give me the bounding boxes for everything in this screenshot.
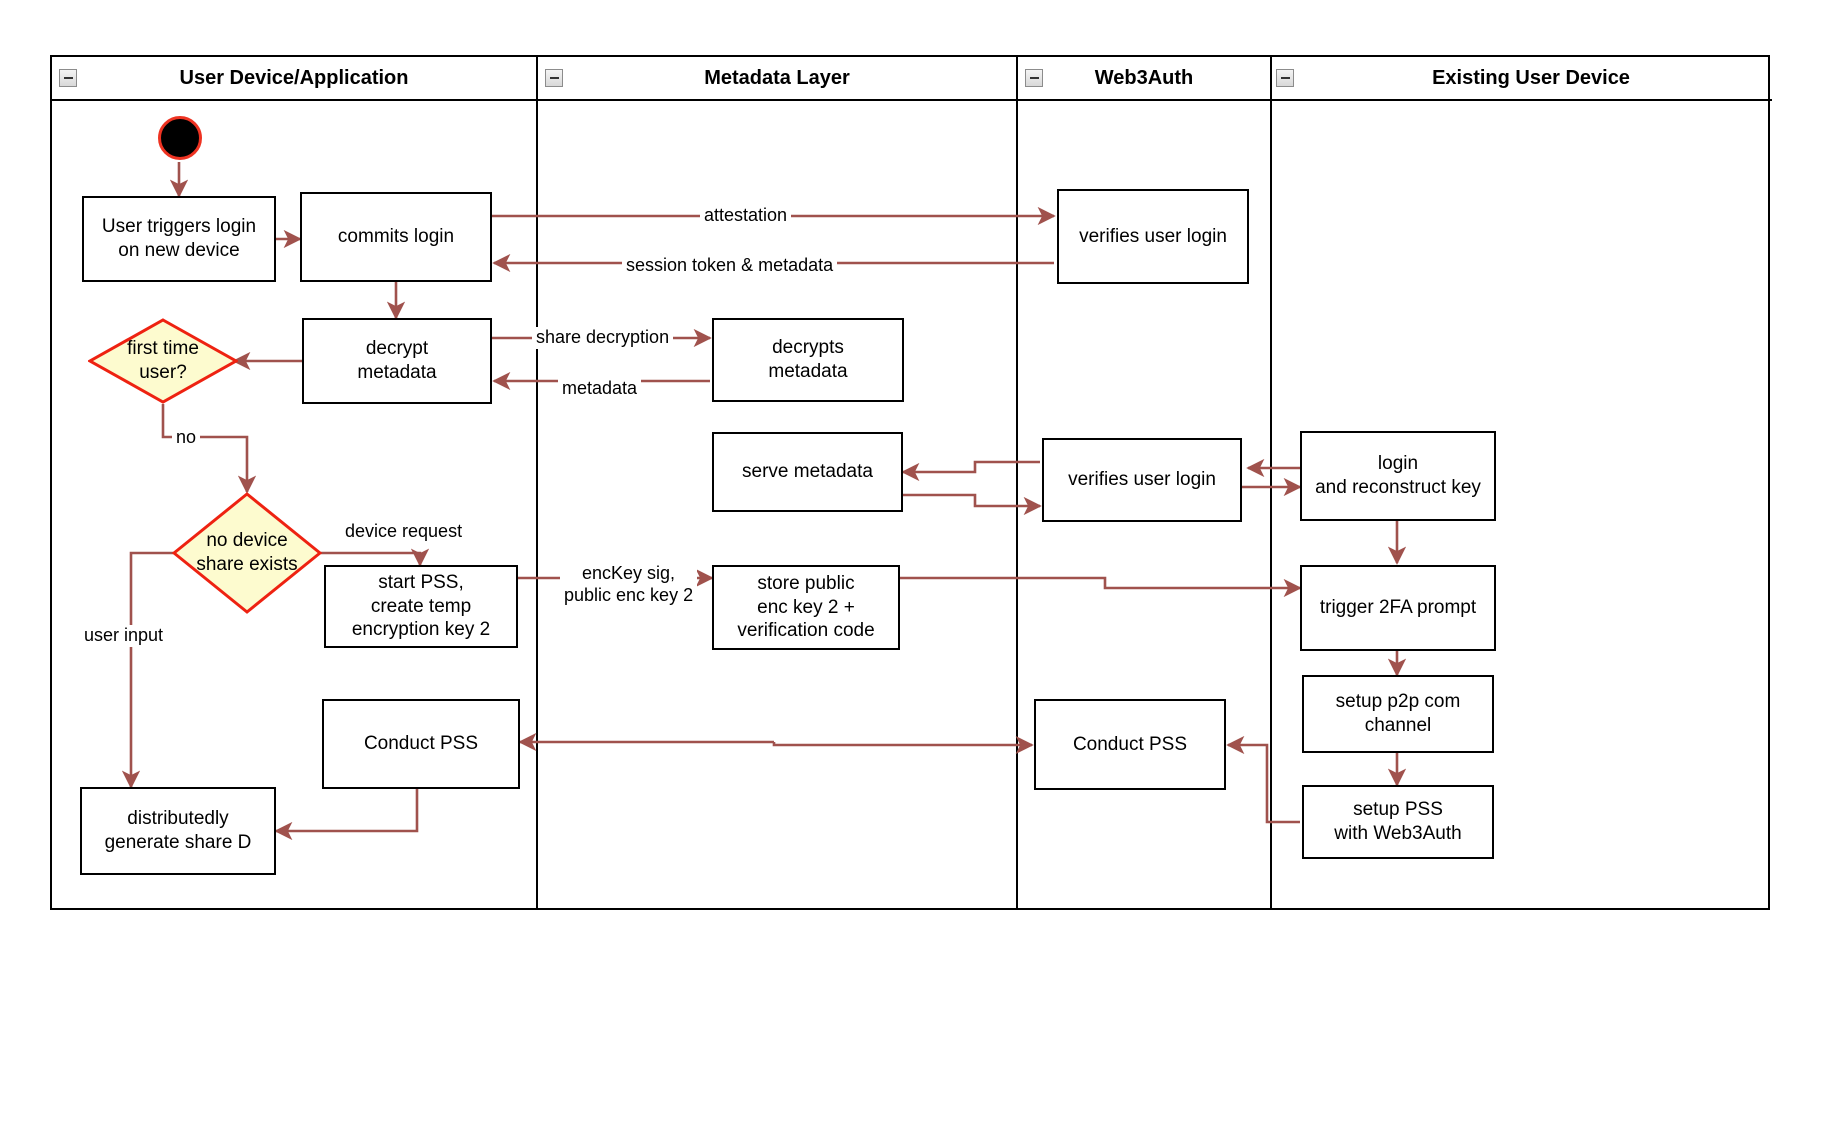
activity-setup-p2p-com-channel[interactable]: setup p2p com channel bbox=[1302, 675, 1494, 753]
decision-no-device-share-exists[interactable]: no device share exists bbox=[172, 492, 322, 614]
edge-label-share-decryption: share decryption bbox=[532, 327, 674, 349]
swimlane-title-metadata-layer: Metadata Layer bbox=[704, 66, 850, 89]
edge-label-metadata: metadata bbox=[558, 378, 642, 400]
edge-label-device-request: device request bbox=[341, 521, 467, 543]
activity-conduct-pss-user[interactable]: Conduct PSS bbox=[322, 699, 520, 789]
activity-distributedly-generate-share-d[interactable]: distributedly generate share D bbox=[80, 787, 276, 875]
swimlane-web3auth: Web3Auth bbox=[1018, 57, 1272, 908]
swimlane-header-web3auth: Web3Auth bbox=[1018, 57, 1270, 101]
swimlane-header-user-device: User Device/Application bbox=[52, 57, 536, 101]
activity-verifies-user-login-1[interactable]: verifies user login bbox=[1057, 189, 1249, 284]
minus-icon[interactable] bbox=[545, 69, 563, 87]
decision-first-time-user[interactable]: first time user? bbox=[88, 318, 238, 404]
swimlane-existing-user-device: Existing User Device bbox=[1272, 57, 1772, 908]
minus-icon[interactable] bbox=[1025, 69, 1043, 87]
swimlane-frame: User Device/Application Metadata Layer W… bbox=[50, 55, 1772, 910]
activity-login-and-reconstruct-key[interactable]: login and reconstruct key bbox=[1300, 431, 1496, 521]
activity-trigger-2fa-prompt[interactable]: trigger 2FA prompt bbox=[1300, 565, 1496, 651]
edge-label-no: no bbox=[172, 427, 201, 449]
edge-label-attestation: attestation bbox=[700, 205, 792, 227]
activity-verifies-user-login-2[interactable]: verifies user login bbox=[1042, 438, 1242, 522]
swimlane-title-user-device: User Device/Application bbox=[179, 66, 409, 89]
activity-conduct-pss-web3auth[interactable]: Conduct PSS bbox=[1034, 699, 1226, 790]
activity-store-public-enc-key[interactable]: store public enc key 2 + verification co… bbox=[712, 565, 900, 650]
edge-label-user-input: user input bbox=[80, 625, 168, 647]
minus-icon[interactable] bbox=[59, 69, 77, 87]
activity-user-triggers-login[interactable]: User triggers login on new device bbox=[82, 196, 276, 282]
swimlane-user-device: User Device/Application bbox=[52, 57, 538, 908]
swimlane-title-web3auth: Web3Auth bbox=[1094, 66, 1194, 89]
edge-label-enckey-sig: encKey sig, public enc key 2 bbox=[560, 563, 698, 607]
activity-serve-metadata[interactable]: serve metadata bbox=[712, 432, 903, 512]
activity-decrypts-metadata[interactable]: decrypts metadata bbox=[712, 318, 904, 402]
edge-label-session-token: session token & metadata bbox=[622, 255, 838, 277]
start-node bbox=[158, 116, 202, 160]
minus-icon[interactable] bbox=[1276, 69, 1294, 87]
activity-start-pss[interactable]: start PSS, create temp encryption key 2 bbox=[324, 565, 518, 648]
swimlane-metadata-layer: Metadata Layer bbox=[538, 57, 1018, 908]
activity-setup-pss-with-web3auth[interactable]: setup PSS with Web3Auth bbox=[1302, 785, 1494, 859]
swimlane-header-existing-user-device: Existing User Device bbox=[1272, 57, 1772, 101]
swimlane-title-existing-user-device: Existing User Device bbox=[1432, 66, 1630, 89]
activity-decrypt-metadata[interactable]: decrypt metadata bbox=[302, 318, 492, 404]
activity-commits-login[interactable]: commits login bbox=[300, 192, 492, 282]
swimlane-header-metadata-layer: Metadata Layer bbox=[538, 57, 1016, 101]
